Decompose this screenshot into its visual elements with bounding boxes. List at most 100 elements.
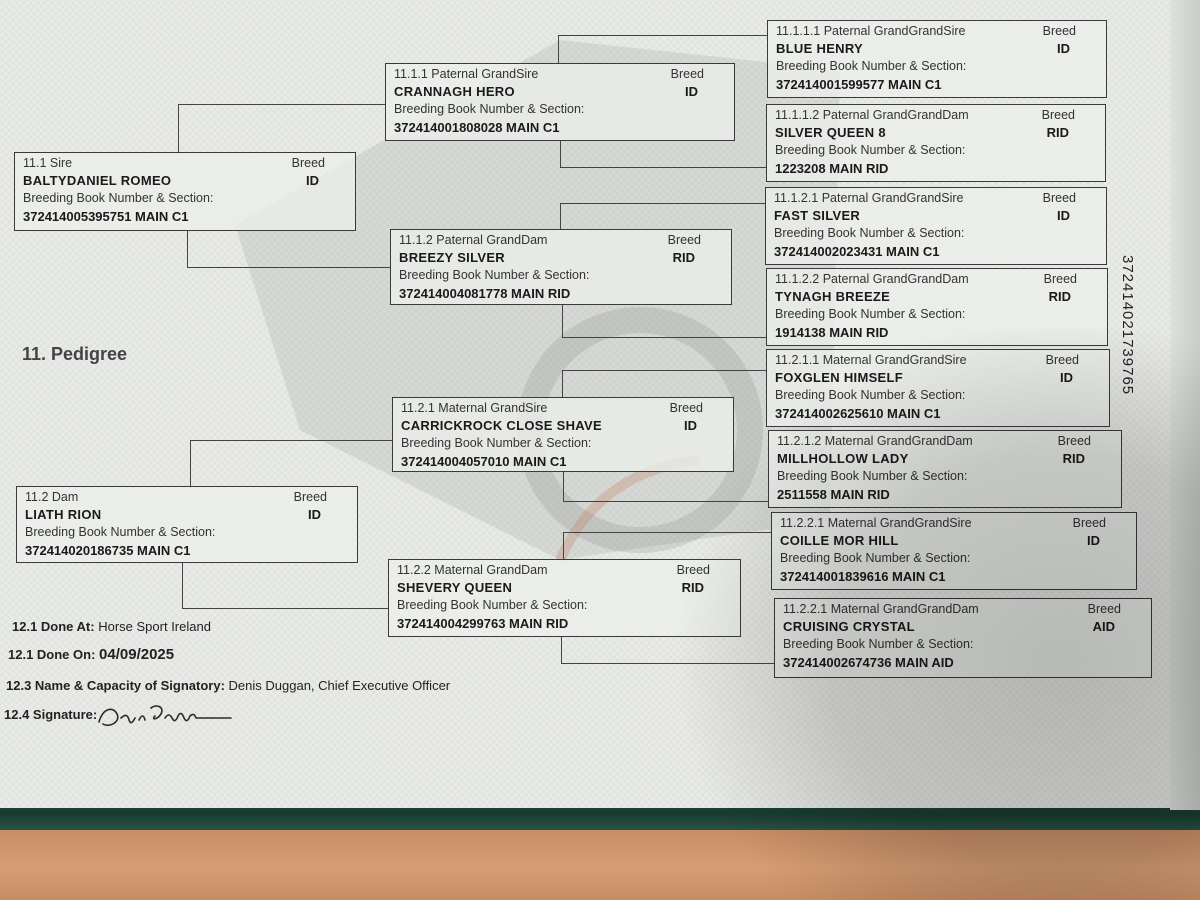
grandparent-name: CRANNAGH HERO: [394, 84, 515, 99]
great-grandparent-box: 11.1.2.2 Paternal GrandGrandDam Breed TY…: [766, 268, 1108, 346]
breeding-book-label: Breeding Book Number & Section:: [776, 59, 967, 73]
done-at-row: 12.1 Done At: Horse Sport Ireland: [12, 619, 211, 634]
breed-label: Breed: [1042, 24, 1076, 38]
grandparent-number: 372414004299763 MAIN RID: [397, 616, 569, 631]
great-grandparent-label: 11.2.1.2 Maternal GrandGrandDam: [777, 434, 973, 448]
breed-label: Breed: [1087, 602, 1121, 616]
breed-label: Breed: [667, 233, 701, 247]
great-grandparent-label: 11.1.2.2 Paternal GrandGrandDam: [775, 272, 969, 286]
great-grandparent-number: 372414002023431 MAIN C1: [774, 244, 940, 259]
grandparent-name: BREEZY SILVER: [399, 250, 505, 265]
passport-side-number: 372414021739765: [1119, 255, 1136, 396]
grandparent-label: 11.2.1 Maternal GrandSire: [401, 401, 548, 415]
grandparent-label: 11.1.2 Paternal GrandDam: [399, 233, 548, 247]
connector-line: [187, 267, 390, 268]
sire-label: 11.1 Sire: [23, 156, 73, 170]
great-grandparent-number: 1914138 MAIN RID: [775, 325, 889, 340]
dam-name: LIATH RION: [25, 507, 102, 522]
great-grandparent-box: 11.1.1.1 Paternal GrandGrandSire Breed B…: [767, 20, 1107, 98]
great-grandparent-box: 11.2.2.1 Maternal GrandGrandSire Breed C…: [771, 512, 1137, 590]
great-grandparent-name: SILVER QUEEN 8: [775, 125, 886, 140]
connector-line: [560, 167, 766, 168]
wooden-table: [0, 820, 1200, 900]
connector-line: [190, 440, 392, 441]
grandparent-box: 11.1.1 Paternal GrandSire Breed CRANNAGH…: [385, 63, 735, 141]
grandparent-number: 372414004057010 MAIN C1: [401, 454, 567, 469]
great-grandparent-label: 11.2.1.1 Maternal GrandGrandSire: [775, 353, 967, 367]
connector-line: [562, 337, 766, 338]
signatory-label: 12.3 Name & Capacity of Signatory:: [6, 678, 225, 693]
connector-line: [182, 608, 388, 609]
great-grandparent-name: TYNAGH BREEZE: [775, 289, 891, 304]
breed-label: Breed: [1042, 191, 1076, 205]
breeding-book-label: Breeding Book Number & Section:: [774, 226, 965, 240]
great-grandparent-label: 11.1.1.2 Paternal GrandGrandDam: [775, 108, 969, 122]
great-grandparent-box: 11.1.1.2 Paternal GrandGrandDam Breed SI…: [766, 104, 1106, 182]
great-grandparent-number: 372414002625610 MAIN C1: [775, 406, 941, 421]
dam-breed: ID: [308, 507, 321, 522]
breed-label: Breed: [676, 563, 710, 577]
connector-line: [560, 141, 561, 168]
signatory-row: 12.3 Name & Capacity of Signatory: Denis…: [6, 678, 450, 693]
great-grandparent-name: FAST SILVER: [774, 208, 861, 223]
section-title: 11. Pedigree: [22, 344, 128, 364]
breed-label: Breed: [1045, 353, 1079, 367]
connector-line: [178, 104, 179, 154]
grandparent-label: 11.2.2 Maternal GrandDam: [397, 563, 548, 577]
connector-line: [562, 370, 766, 371]
breed-label: Breed: [1057, 434, 1091, 448]
great-grandparent-box: 11.1.2.1 Paternal GrandGrandSire Breed F…: [765, 187, 1107, 265]
breeding-book-label: Breeding Book Number & Section:: [394, 102, 585, 116]
signature-image: [98, 705, 232, 727]
done-at-label: 12.1 Done At:: [12, 619, 95, 634]
breed-label: Breed: [293, 490, 327, 504]
great-grandparent-breed: ID: [1087, 533, 1100, 548]
sire-breed: ID: [306, 173, 319, 188]
done-at-value: Horse Sport Ireland: [98, 619, 211, 634]
great-grandparent-label: 11.1.1.1 Paternal GrandGrandSire: [776, 24, 966, 38]
dam-box: 11.2 Dam Breed LIATH RION ID Breeding Bo…: [16, 486, 358, 563]
grandparent-number: 372414004081778 MAIN RID: [399, 286, 571, 301]
dam-number: 372414020186735 MAIN C1: [25, 543, 191, 558]
page-edge: [1170, 0, 1200, 810]
connector-line: [187, 230, 188, 268]
grandparent-label: 11.1.1 Paternal GrandSire: [394, 67, 539, 81]
sire-number: 372414005395751 MAIN C1: [23, 209, 189, 224]
done-on-row: 12.1 Done On: 04/09/2025: [8, 646, 174, 663]
connector-line: [190, 440, 191, 488]
great-grandparent-breed: RID: [1046, 125, 1069, 140]
breeding-book-label: Breeding Book Number & Section:: [783, 637, 974, 651]
connector-line: [560, 203, 561, 229]
connector-line: [563, 532, 564, 559]
breed-label: Breed: [1072, 516, 1106, 530]
great-grandparent-box: 11.2.2.1 Maternal GrandGrandDam Breed CR…: [774, 598, 1152, 678]
great-grandparent-number: 1223208 MAIN RID: [775, 161, 889, 176]
signature-row: 12.4 Signature:: [4, 707, 97, 722]
signatory-value: Denis Duggan, Chief Executive Officer: [228, 678, 451, 693]
great-grandparent-name: BLUE HENRY: [776, 41, 864, 56]
grandparent-box: 11.1.2 Paternal GrandDam Breed BREEZY SI…: [390, 229, 732, 305]
breeding-book-label: Breeding Book Number & Section:: [775, 307, 966, 321]
great-grandparent-breed: AID: [1092, 619, 1115, 634]
breed-label: Breed: [670, 67, 704, 81]
breed-label: Breed: [669, 401, 703, 415]
done-on-label: 12.1 Done On:: [8, 647, 96, 662]
connector-line: [560, 203, 766, 204]
breed-label: Breed: [1041, 108, 1075, 122]
grandparent-breed: ID: [685, 84, 698, 99]
done-on-value: 04/09/2025: [99, 646, 175, 663]
great-grandparent-breed: RID: [1062, 451, 1085, 466]
great-grandparent-label: 11.2.2.1 Maternal GrandGrandSire: [780, 516, 972, 530]
connector-line: [558, 35, 768, 36]
great-grandparent-breed: ID: [1060, 370, 1073, 385]
great-grandparent-label: 11.2.2.1 Maternal GrandGrandDam: [783, 602, 979, 616]
connector-line: [178, 104, 386, 105]
sire-box: 11.1 Sire Breed BALTYDANIEL ROMEO ID Bre…: [14, 152, 356, 231]
connector-line: [558, 35, 559, 63]
connector-line: [561, 637, 562, 664]
grandparent-breed: RID: [681, 580, 704, 595]
grandparent-box: 11.2.1 Maternal GrandSire Breed CARRICKR…: [392, 397, 734, 472]
breed-label: Breed: [1043, 272, 1077, 286]
great-grandparent-breed: ID: [1057, 41, 1070, 56]
breeding-book-label: Breeding Book Number & Section:: [25, 525, 216, 539]
